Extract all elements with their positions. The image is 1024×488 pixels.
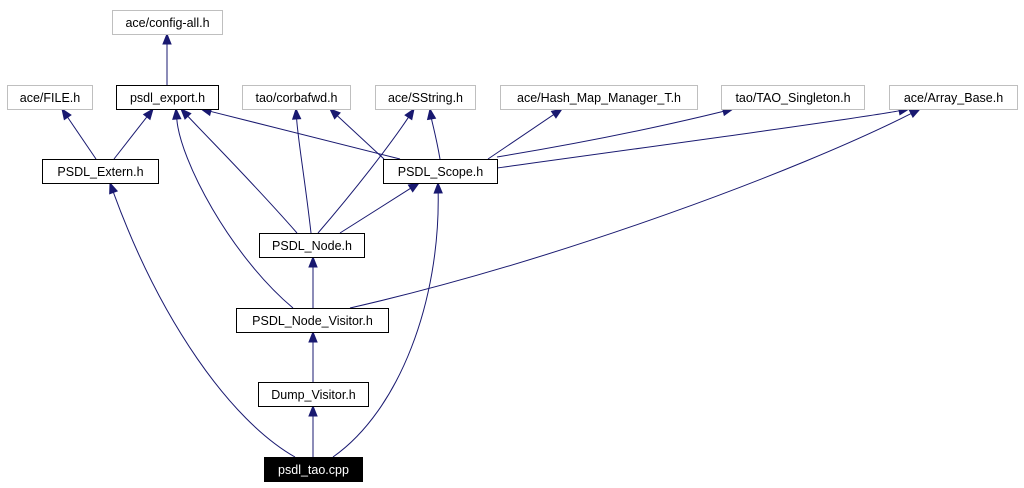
edge-psdl_scope-to-corbafwd: [329, 108, 385, 160]
node-box: [116, 85, 219, 110]
edge-psdl_extern-to-psdl_export: [113, 107, 154, 160]
edge-psdl_node_visitor-to-psdl_node: [308, 255, 318, 308]
node-box: [383, 159, 498, 184]
node-psdl-extern[interactable]: PSDL_Extern.h: [42, 159, 159, 184]
edge-psdl_node-to-psdl_export: [180, 108, 298, 234]
node-box: [242, 85, 351, 110]
node-psdl-scope[interactable]: PSDL_Scope.h: [383, 159, 498, 184]
edge-line: [112, 192, 296, 458]
arrowhead-icon: [172, 107, 182, 120]
node-box: [42, 159, 159, 184]
arrowhead-icon: [550, 108, 564, 119]
edge-line: [187, 115, 298, 234]
edge-psdl_tao_cpp-to-dump_visitor: [308, 404, 318, 457]
edge-line: [349, 113, 912, 309]
edge-psdl_scope-to-tao_singleton: [496, 106, 735, 158]
node-label: tao/TAO_Singleton.h: [735, 91, 850, 105]
edge-psdl_node-to-corbafwd: [291, 107, 312, 234]
edge-line: [67, 116, 97, 160]
node-label: psdl_tao.cpp: [278, 463, 349, 477]
node-box: [236, 308, 389, 333]
edge-line: [336, 115, 385, 160]
edge-psdl_node-to-sstring: [317, 107, 415, 234]
node-sstring[interactable]: ace/SString.h: [375, 85, 476, 110]
edge-psdl_scope-to-sstring: [426, 107, 441, 160]
node-corbafwd[interactable]: tao/corbafwd.h: [242, 85, 351, 110]
edge-psdl_tao_cpp-to-psdl_extern: [109, 181, 296, 458]
edge-line: [296, 118, 312, 234]
edge-line: [176, 118, 294, 309]
edge-line: [339, 187, 411, 234]
node-psdl-node-visitor[interactable]: PSDL_Node_Visitor.h: [236, 308, 389, 333]
arrowhead-icon: [308, 330, 318, 343]
arrowhead-icon: [61, 107, 72, 121]
edge-line: [487, 114, 554, 160]
arrowhead-icon: [142, 107, 154, 121]
node-label: psdl_export.h: [130, 91, 205, 105]
node-label: ace/FILE.h: [20, 91, 80, 105]
node-dump-visitor[interactable]: Dump_Visitor.h: [258, 382, 369, 407]
node-label: PSDL_Node.h: [272, 239, 352, 253]
edge-psdl_extern-to-ace_file: [61, 107, 97, 160]
edge-line: [496, 110, 724, 158]
edge-line: [210, 110, 401, 160]
edge-line: [332, 192, 439, 458]
arrowhead-icon: [404, 107, 415, 121]
arrowhead-icon: [426, 107, 437, 121]
node-box: [259, 233, 365, 258]
node-box: [721, 85, 865, 110]
node-hash-map[interactable]: ace/Hash_Map_Manager_T.h: [500, 85, 698, 110]
arrowhead-icon: [308, 255, 318, 268]
nodes-layer: ace/config-all.h ace/FILE.h psdl_export.h t…: [7, 10, 1018, 482]
edge-psdl_node_visitor-to-psdl_export: [172, 107, 294, 309]
node-box: [375, 85, 476, 110]
node-label: Dump_Visitor.h: [271, 388, 356, 402]
node-label: PSDL_Extern.h: [57, 165, 143, 179]
node-box: [500, 85, 698, 110]
node-label: tao/corbafwd.h: [256, 91, 338, 105]
node-ace-file[interactable]: ace/FILE.h: [7, 85, 93, 110]
node-label: ace/config-all.h: [125, 16, 209, 30]
node-box: [264, 457, 363, 482]
edge-line: [496, 110, 900, 169]
node-box: [112, 10, 223, 35]
edge-dump_visitor-to-psdl_node_visitor: [308, 330, 318, 382]
node-config-all[interactable]: ace/config-all.h: [112, 10, 223, 35]
node-label: PSDL_Scope.h: [398, 165, 484, 179]
node-tao-singleton[interactable]: tao/TAO_Singleton.h: [721, 85, 865, 110]
node-label: ace/SString.h: [388, 91, 463, 105]
edge-line: [113, 116, 148, 160]
edge-psdl_node-to-psdl_scope: [339, 182, 421, 234]
node-box: [258, 382, 369, 407]
node-psdl-export[interactable]: psdl_export.h: [116, 85, 219, 110]
edge-line: [431, 118, 441, 160]
edge-psdl_scope-to-hash_map: [487, 108, 564, 160]
arrowhead-icon: [109, 181, 119, 195]
arrowhead-icon: [291, 107, 302, 120]
arrowhead-icon: [433, 181, 443, 194]
arrowhead-icon: [180, 108, 192, 120]
arrowhead-icon: [162, 32, 172, 45]
edge-psdl_node_visitor-to-array_base: [349, 108, 922, 309]
node-label: PSDL_Node_Visitor.h: [252, 314, 373, 328]
arrowhead-icon: [908, 108, 922, 118]
node-psdl-node[interactable]: PSDL_Node.h: [259, 233, 365, 258]
edge-line: [317, 117, 409, 234]
node-label: ace/Array_Base.h: [904, 91, 1003, 105]
node-psdl-tao-cpp[interactable]: psdl_tao.cpp: [264, 457, 363, 482]
edge-psdl_tao_cpp-to-psdl_scope: [332, 181, 443, 458]
edge-psdl_export-to-config_all: [162, 32, 172, 85]
arrowhead-icon: [308, 404, 318, 417]
node-box: [889, 85, 1018, 110]
arrowhead-icon: [407, 182, 421, 193]
arrowhead-icon: [329, 108, 341, 120]
node-box: [7, 85, 93, 110]
node-array-base[interactable]: ace/Array_Base.h: [889, 85, 1018, 110]
node-label: ace/Hash_Map_Manager_T.h: [517, 91, 681, 105]
